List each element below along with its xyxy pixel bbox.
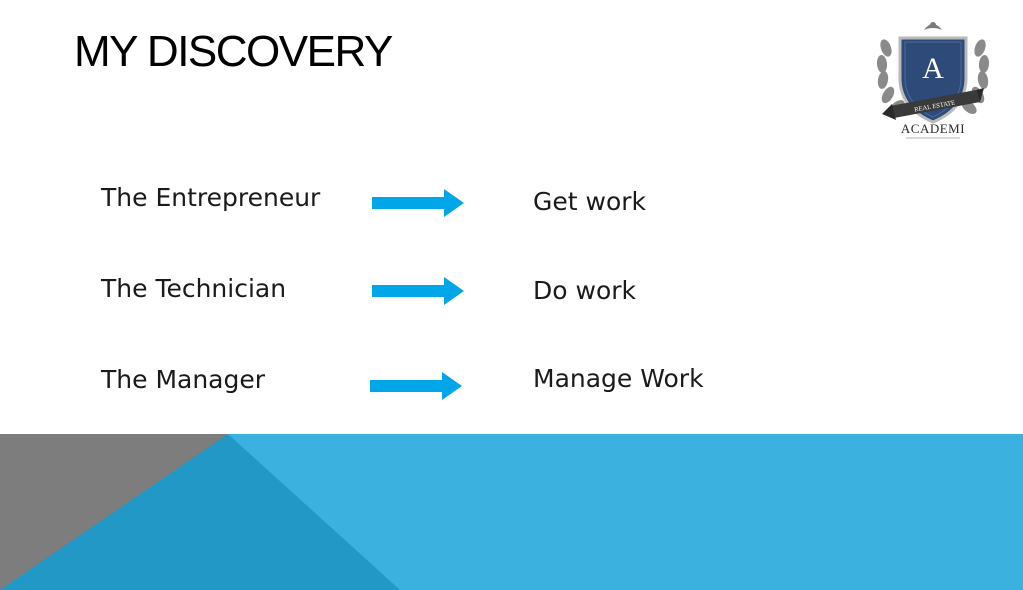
slide-title: MY DISCOVERY: [74, 27, 393, 76]
right-arrow-icon: [372, 189, 464, 217]
laurel-left-icon: [876, 39, 905, 114]
logo-letter: A: [922, 52, 944, 85]
right-arrow-icon: [372, 277, 464, 305]
role-label-entrepreneur: The Entrepreneur: [101, 183, 321, 212]
task-label-do-work: Do work: [533, 276, 636, 305]
academi-logo: A REAL ESTATE ACADEMI: [872, 18, 994, 144]
logo-name: ACADEMI: [901, 121, 965, 136]
right-arrow-icon: [370, 372, 462, 400]
role-label-technician: The Technician: [101, 274, 287, 303]
footer-decoration: [0, 434, 1023, 590]
role-label-manager: The Manager: [101, 365, 266, 394]
task-label-get-work: Get work: [533, 187, 647, 216]
task-label-manage-work: Manage Work: [533, 364, 704, 393]
